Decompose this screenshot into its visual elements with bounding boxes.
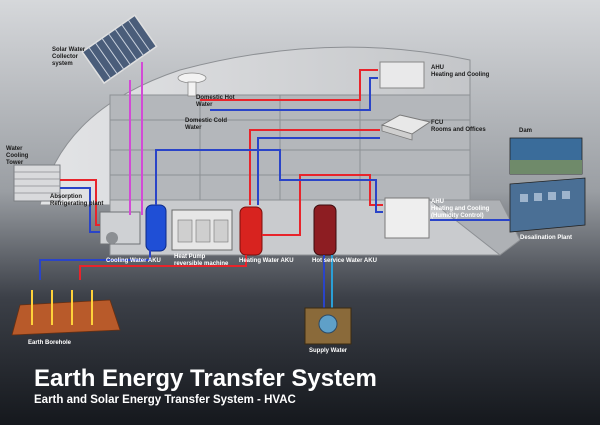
hot-pipe-ahu [200, 69, 378, 101]
label-water-cooling-tower: Water Cooling Tower [6, 146, 29, 166]
cooling-water-tank [145, 204, 167, 252]
label-heat-pump: Heat Pump reversible machine [174, 254, 229, 267]
hot-pipe-borehole [79, 255, 247, 280]
cold-pipe-fcu [257, 137, 380, 205]
sink [177, 72, 207, 97]
hot-service-water-tank [313, 204, 337, 256]
label-ahu-top: AHU [431, 65, 444, 71]
label-desalination: Desalination Plant [520, 235, 573, 241]
pipes [39, 62, 510, 310]
page-title: Earth Energy Transfer System [34, 365, 377, 392]
label-solar-collector: Solar Water Collector system [52, 47, 86, 67]
label-domestic-cold: Domestic Cold Water [185, 118, 228, 131]
label-ahu-lower: AHU [431, 199, 444, 205]
cold-pipe-borehole [39, 250, 151, 280]
cold-pipe-ahu [210, 77, 378, 111]
supply-water-well [304, 307, 352, 345]
hot-pipe-tower [60, 179, 100, 226]
label-supply-water: Supply Water [309, 348, 348, 354]
fcu-unit [380, 114, 432, 141]
heat-pump-machine [171, 209, 233, 251]
cooling-tower-unit [13, 164, 61, 202]
building-ramp [428, 199, 521, 256]
earth-borehole-graphic [11, 290, 121, 336]
label-fcu-desc: Rooms and Offices [431, 127, 486, 133]
label-ahu-top-desc: Heating and Cooling [431, 72, 490, 78]
hot-pipe-fcu [249, 129, 380, 205]
label-ahu-lower-desc: Heating and Cooling (Humidity Control) [431, 206, 490, 219]
hot-pipe-lower-ahu [262, 174, 383, 236]
cold-pipe-tower [60, 187, 100, 233]
ahu-lower-unit [384, 197, 430, 239]
heating-water-tank [239, 206, 263, 256]
page-subtitle: Earth and Solar Energy Transfer System -… [34, 394, 296, 406]
label-hot-service-water-aku: Hot service Water AKU [312, 258, 377, 264]
label-dam: Dam [519, 128, 533, 134]
label-domestic-hot: Domestic Hot Water [196, 95, 235, 108]
ahu-top-unit [379, 61, 425, 89]
label-absorption-plant: Absorption Refrigerating plant [50, 194, 104, 207]
label-cooling-water-aku: Cooling Water AKU [106, 258, 161, 264]
dam-photo [509, 137, 583, 175]
absorption-plant-unit [99, 211, 141, 245]
label-fcu: FCU [431, 120, 444, 126]
label-earth-borehole: Earth Borehole [28, 340, 72, 346]
desalination-photo [509, 177, 586, 233]
label-heating-water-aku: Heating Water AKU [239, 258, 294, 264]
cold-pipe-lower-ahu [155, 149, 383, 213]
solar-collector-panel [81, 14, 158, 85]
